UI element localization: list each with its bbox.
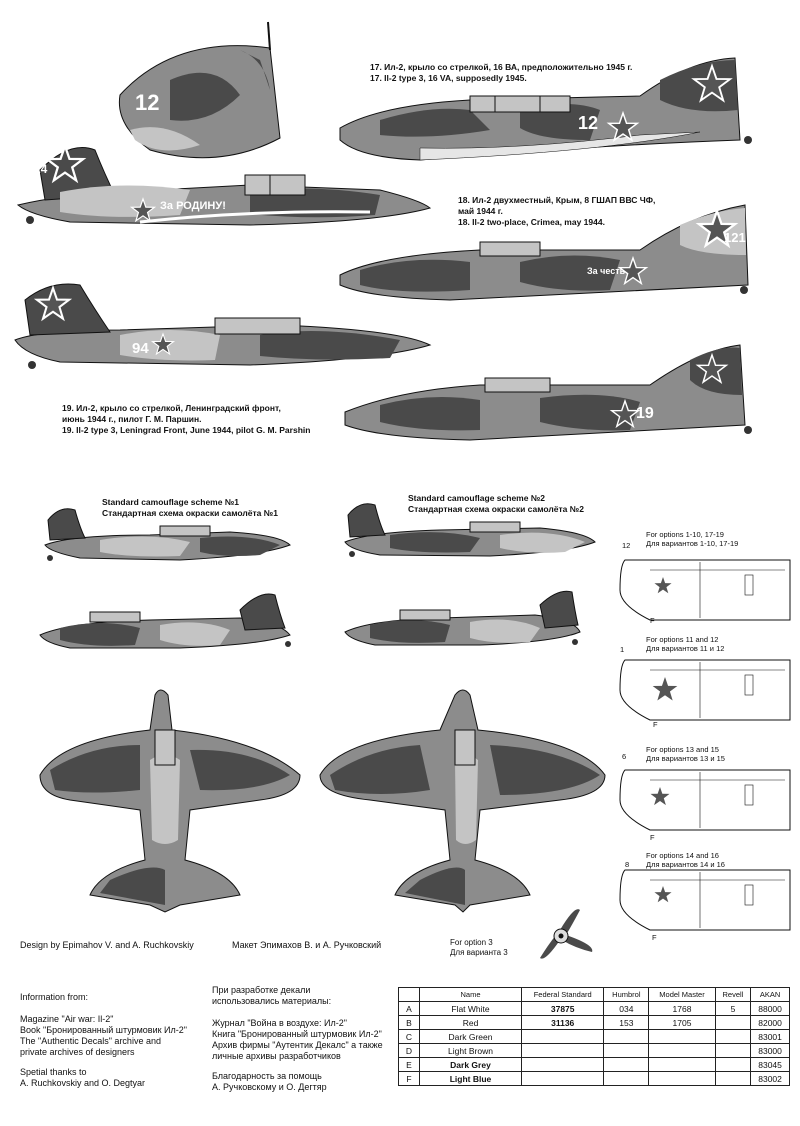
scheme2-profile-b	[344, 590, 581, 646]
panel-letter-3: F	[650, 833, 655, 842]
design-credit-ru: Макет Эпимахов В. и А. Ручковский	[232, 940, 382, 950]
caption-option-17: 17. Ил-2, крыло со стрелкой, 16 ВА, пред…	[370, 62, 633, 83]
table-row: D Light Brown 83000	[398, 1043, 790, 1058]
fuselage-number-19: 19	[636, 405, 654, 422]
col-header-akan: AKAN	[750, 987, 790, 1002]
fuselage-number-12: 12	[578, 113, 599, 133]
wing-panel-3	[619, 769, 791, 831]
wing-panel-1	[619, 559, 791, 621]
aircraft-18-profile	[339, 204, 749, 301]
table-row: A Flat White 37875 034 1768 5 88000	[398, 1001, 790, 1016]
panel-ref-3: 6	[622, 752, 627, 761]
table-row: C Dark Green 83001	[398, 1029, 790, 1044]
panel-letter-4: F	[652, 933, 657, 942]
tail-number-121: 121	[724, 230, 746, 245]
scheme1-profile-b	[39, 593, 291, 649]
top-view-scheme1	[39, 689, 301, 913]
table-row: B Red 31136 153 1705 82000	[398, 1015, 790, 1030]
aircraft-left-profile-1	[16, 144, 432, 226]
tail-number-12: 12	[135, 90, 160, 115]
panel-letter-1: F	[650, 616, 655, 625]
design-credit-en: Design by Epimahov V. and A. Ruchkovskiy	[20, 940, 194, 950]
table-row: E Dark Grey 83045	[398, 1057, 790, 1072]
panel-ref-2: 1	[620, 645, 625, 654]
scheme1-profile-a	[44, 508, 291, 561]
scheme2-profile-a	[344, 503, 596, 557]
tail-fin-detail	[118, 21, 281, 159]
aircraft-right-profile-3	[344, 344, 752, 441]
panel-letter-2: F	[653, 720, 658, 729]
tail-number-24: 24	[34, 162, 48, 176]
col-header-fs: Federal Standard	[520, 987, 605, 1002]
info-russian: При разработке декали использовались мат…	[212, 985, 383, 1092]
table-header-row: Name Federal Standard Humbrol Model Mast…	[398, 987, 790, 1002]
table-row: F Light Blue 83002	[398, 1071, 790, 1086]
panel-ref-4: 8	[625, 860, 630, 869]
aircraft-19-profile	[14, 283, 432, 369]
wing-panel-4	[619, 869, 791, 931]
aircraft-17-profile	[339, 57, 752, 161]
caption-option-19: 19. Ил-2, крыло со стрелкой, Ленинградск…	[62, 403, 311, 435]
fuselage-number-94: 94	[132, 340, 149, 357]
slogan-rodinu: За РОДИНУ!	[160, 200, 226, 212]
info-english: Information from: Magazine "Air war: Il-…	[20, 992, 187, 1088]
slogan-chest: За честь	[587, 266, 626, 276]
propeller-detail	[540, 909, 593, 959]
wing-panel-2	[619, 659, 791, 721]
paint-reference-table: Name Federal Standard Humbrol Model Mast…	[398, 987, 790, 1086]
panel-ref-1: 12	[622, 541, 631, 550]
caption-option-18: 18. Ил-2 двухместный, Крым, 8 ГШАП ВВС Ч…	[458, 195, 656, 227]
col-header-humbrol: Humbrol	[603, 987, 650, 1002]
col-header-letter	[398, 987, 420, 1002]
col-header-modelmaster: Model Master	[648, 987, 716, 1002]
top-view-scheme2	[319, 689, 606, 913]
col-header-revell: Revell	[714, 987, 752, 1002]
col-header-name: Name	[419, 987, 522, 1002]
